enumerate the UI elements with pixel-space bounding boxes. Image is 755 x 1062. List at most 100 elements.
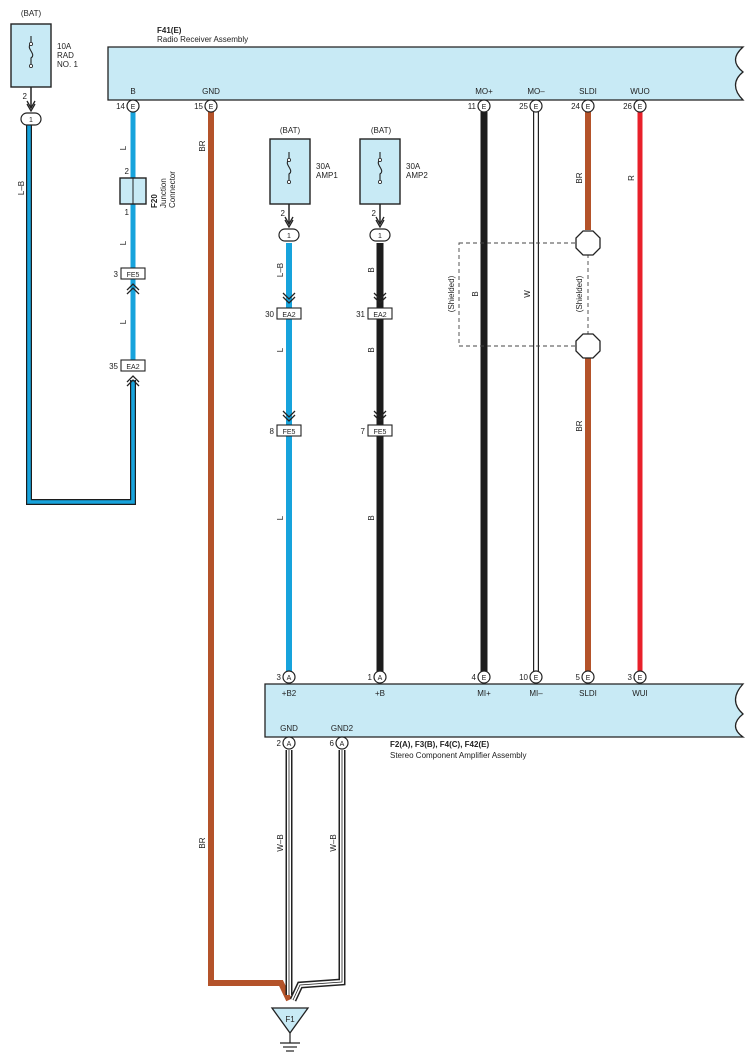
radio-pin-label-sldi: SLDI: [579, 87, 597, 96]
fuse-amp2-tab: 1: [378, 233, 382, 240]
radio-pin-conn-14: E: [131, 104, 136, 111]
fuse-amp2-pin: 2: [372, 209, 377, 218]
radio-pin-label-gnd: GND: [202, 87, 220, 96]
fuse-amp2: [359, 138, 401, 229]
amp-pin-conn-5e: E: [586, 675, 591, 682]
conn-fe5-amp1-name: FE5: [283, 429, 296, 436]
wire-label-br-sldi2: BR: [575, 420, 584, 431]
junction-pin-bottom: 1: [125, 208, 130, 217]
inline-connector-fe5-amp2: [367, 410, 393, 437]
radio-pin-num-15: 15: [194, 102, 203, 111]
wire-label-b-amp2a: B: [367, 267, 376, 272]
amp-pin-label-gnd2: GND2: [331, 724, 354, 733]
radio-pin-conn-26: E: [638, 104, 643, 111]
amp-pin-label-mi-minus: MI–: [529, 689, 543, 698]
amp-pin-label-wui: WUI: [632, 689, 648, 698]
wire-label-b-amp2c: B: [367, 515, 376, 520]
amp-pin-num-2a: 2: [277, 739, 282, 748]
conn-fe5-lb-name: FE5: [127, 272, 140, 279]
fuse-rad-tab: 1: [29, 117, 33, 124]
radio-pin-num-14: 14: [116, 102, 125, 111]
shielded-label-left: (Shielded): [447, 275, 456, 312]
radio-pin-label-b: B: [130, 87, 135, 96]
wire-label-w-mo: W: [523, 290, 532, 298]
fuse-amp2-name: AMP2: [406, 171, 428, 180]
conn-ea2-amp2-pin: 31: [356, 310, 365, 319]
amp-pin-num-3e: 3: [628, 673, 633, 682]
radio-pin-label-mo-plus: MO+: [475, 87, 493, 96]
conn-fe5-amp1-pin: 8: [270, 427, 275, 436]
conn-fe5-lb-pin: 3: [114, 270, 119, 279]
fuse-amp1-name: AMP1: [316, 171, 338, 180]
conn-ea2-lb-pin: 35: [109, 362, 118, 371]
radio-name: Radio Receiver Assembly: [157, 35, 248, 44]
wire-wb-gnd: [285, 750, 346, 1002]
conn-fe5-amp2-name: FE5: [374, 429, 387, 436]
conn-ea2-amp2-name: EA2: [373, 312, 386, 319]
radio-pin-num-24: 24: [571, 102, 580, 111]
shield-boundary: [458, 242, 589, 347]
fuse-tab-rad: [20, 112, 42, 126]
inline-connector-fe5-lb: [120, 267, 146, 295]
junction-connector-f20: [119, 177, 147, 205]
stereo-amplifier-assembly: [264, 683, 746, 738]
amp-pin-conn-6a: A: [340, 741, 345, 748]
wire-label-b-amp2b: B: [367, 347, 376, 352]
amp-pin-label-b: +B: [375, 689, 385, 698]
wire-label-l1: L: [119, 145, 128, 150]
amp-pin-conn-2a: A: [287, 741, 292, 748]
junction-ref: F20: [150, 194, 159, 208]
wire-label-r-wuo: R: [627, 175, 636, 181]
fuse-rad-name2: NO. 1: [57, 60, 78, 69]
fuse-amp1-supply: (BAT): [280, 126, 301, 135]
amp-pin-label-mi-plus: MI+: [477, 689, 491, 698]
radio-pin-conn-11: E: [482, 104, 487, 111]
wire-label-l-amp1a: L: [276, 347, 285, 352]
inline-connector-fe5-amp1: [276, 410, 302, 437]
conn-ea2-lb-name: EA2: [126, 364, 139, 371]
radio-pin-num-25: 25: [519, 102, 528, 111]
radio-pin-circles: [126, 99, 647, 113]
amp-name: Stereo Component Amplifier Assembly: [390, 751, 527, 760]
amp-pin-conn-1a: A: [378, 675, 383, 682]
wire-lb-rad: [26, 125, 136, 505]
amp-ref: F2(A), F3(B), F4(C), F42(E): [390, 740, 489, 749]
radio-pin-conn-24: E: [586, 104, 591, 111]
amp-pin-conn-10e: E: [534, 675, 539, 682]
amp-pin-label-sldi: SLDI: [579, 689, 597, 698]
wire-label-l-amp1b: L: [276, 515, 285, 520]
wire-br-gnd: [208, 112, 292, 1002]
fuse-amp2-rating: 30A: [406, 162, 421, 171]
fuse-amp2-supply: (BAT): [371, 126, 392, 135]
wire-label-l3: L: [119, 319, 128, 324]
amp-pin-label-gnd: GND: [280, 724, 298, 733]
amp-pin-circles: [282, 670, 647, 750]
amp-pin-label-b2: +B2: [282, 689, 297, 698]
wire-label-lb-rad: L–B: [17, 181, 26, 195]
radio-pin-conn-25: E: [534, 104, 539, 111]
wire-label-br-gnd1: BR: [198, 140, 207, 151]
fuse-amp1-tab: 1: [287, 233, 291, 240]
inline-connector-ea2-amp2: [367, 292, 393, 320]
fuse-rad-name1: RAD: [57, 51, 74, 60]
junction-name2: Connector: [168, 171, 177, 208]
shield-junction-bottom: [575, 333, 601, 359]
radio-ref: F41(E): [157, 26, 182, 35]
junction-pin-top: 2: [125, 167, 130, 176]
conn-fe5-amp2-pin: 7: [361, 427, 366, 436]
wire-label-lb-amp1: L–B: [276, 263, 285, 277]
amp-pin-num-4e: 4: [472, 673, 477, 682]
radio-pin-label-mo-minus: MO–: [527, 87, 545, 96]
amp-pin-conn-3e: E: [638, 675, 643, 682]
inline-connector-ea2-amp1: [276, 292, 302, 320]
shield-junction-top: [575, 230, 601, 256]
amp-pin-num-10e: 10: [519, 673, 528, 682]
fuse-tab-amp2: [369, 228, 391, 242]
fuse-rad-supply: (BAT): [21, 9, 42, 18]
amp-pin-num-1a: 1: [368, 673, 373, 682]
fuse-rad-rating: 10A: [57, 42, 72, 51]
amp-pin-conn-4e: E: [482, 675, 487, 682]
radio-receiver-assembly: [107, 46, 745, 101]
wire-label-l2: L: [119, 240, 128, 245]
radio-pin-num-11: 11: [468, 102, 477, 111]
